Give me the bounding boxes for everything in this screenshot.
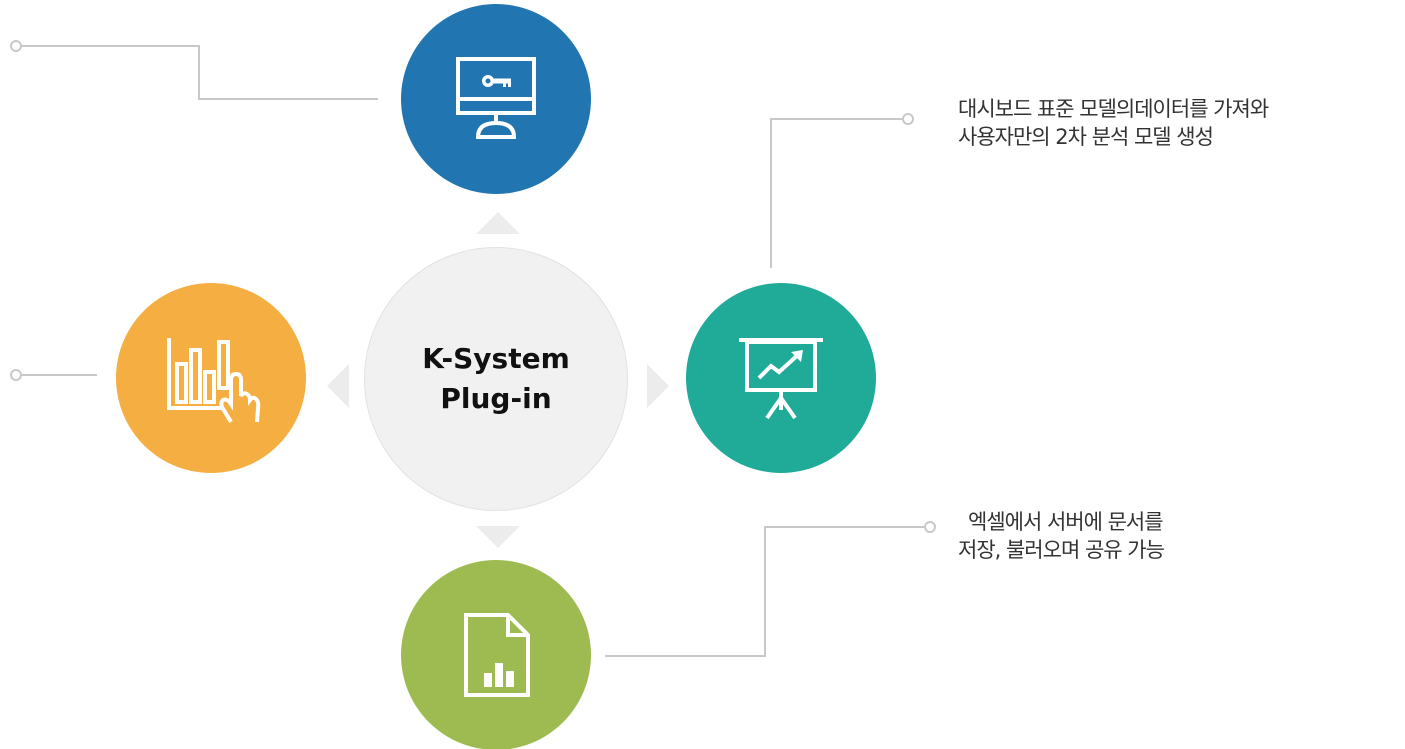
pointer-right <box>647 364 669 408</box>
connector-top-right <box>770 113 914 268</box>
pointer-down <box>476 526 520 548</box>
connector-bottom-right <box>605 521 936 657</box>
annotation-right-line2: 사용자만의 2차 분석 모델 생성 <box>958 125 1214 149</box>
pointer-up <box>476 212 520 234</box>
annotation-bottom-line1: 엑셀에서 서버에 문서를 <box>968 510 1164 534</box>
center-hub: K-System Plug-in <box>364 247 628 511</box>
node-bottom <box>401 560 591 749</box>
node-top <box>401 4 591 194</box>
monitor-key-icon <box>456 57 536 139</box>
node-left <box>116 283 306 473</box>
center-title-line1: K-System <box>422 342 570 375</box>
connector-top-left <box>10 40 378 100</box>
presentation-chart-icon <box>739 338 823 420</box>
node-right <box>686 283 876 473</box>
bar-chart-hand-icon <box>167 338 261 424</box>
annotation-right: 대시보드 표준 모델의데이터를 가져와 사용자만의 2차 분석 모델 생성 <box>958 95 1269 151</box>
connector-left <box>10 369 97 381</box>
center-title-line2: Plug-in <box>440 382 552 415</box>
document-chart-icon <box>464 613 530 697</box>
pointer-left <box>327 364 349 408</box>
annotation-bottom: 엑셀에서 서버에 문서를 저장, 불러오며 공유 가능 <box>958 508 1165 564</box>
annotation-right-line1: 대시보드 표준 모델의데이터를 가져와 <box>958 97 1269 121</box>
annotation-bottom-line2: 저장, 불러오며 공유 가능 <box>958 538 1165 562</box>
